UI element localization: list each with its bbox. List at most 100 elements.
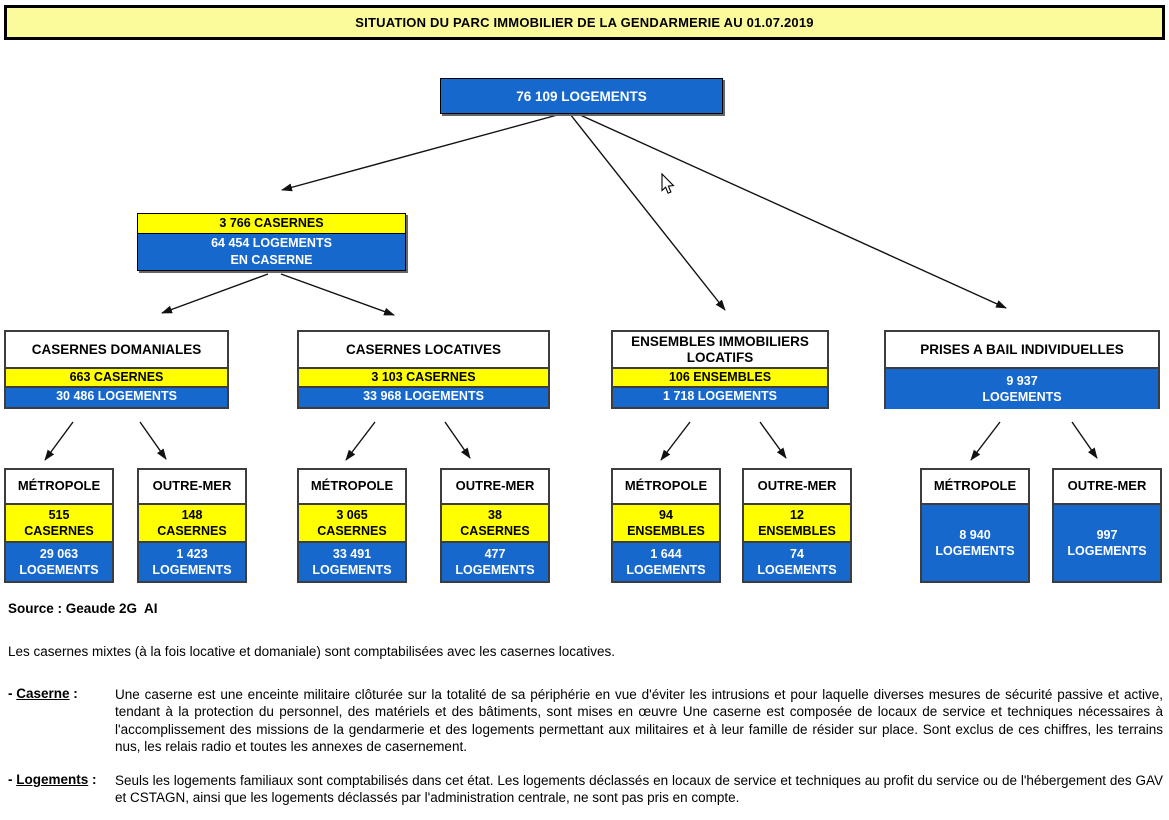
arrow: [345, 421, 376, 461]
category-header: ENSEMBLES IMMOBILIERS LOCATIFS: [613, 332, 827, 369]
leaf-header: MÉTROPOLE: [613, 470, 719, 505]
definition-caserne-text: Une caserne est une enceinte militaire c…: [115, 687, 1163, 755]
definition-logements-term: - Logements :: [8, 772, 112, 787]
count-value: 12: [790, 508, 804, 522]
dash: -: [8, 772, 17, 787]
leaf-bail-metropole: MÉTROPOLE 8 940 LOGEMENTS: [920, 468, 1030, 583]
leaf-domaniales-metropole: MÉTROPOLE 515 CASERNES 29 063 LOGEMENTS: [4, 468, 114, 583]
page-title: SITUATION DU PARC IMMOBILIER DE LA GENDA…: [4, 5, 1165, 40]
count-unit: ENSEMBLES: [627, 524, 705, 538]
count-value: 3 065: [336, 508, 368, 522]
leaf-count: 12 ENSEMBLES: [744, 505, 850, 543]
arrow: [44, 421, 74, 461]
leaf-logements: 29 063 LOGEMENTS: [6, 543, 112, 581]
category-logements: 9 937 LOGEMENTS: [886, 369, 1158, 409]
term: Logements: [16, 772, 89, 787]
casernes-count-band: 3 766 CASERNES: [138, 214, 405, 234]
category-count: 3 103 CASERNES: [299, 369, 548, 388]
colon: :: [88, 772, 97, 787]
count-unit: CASERNES: [460, 524, 530, 538]
leaf-header: OUTRE-MER: [442, 470, 548, 505]
logements-count-line1: 64 454 LOGEMENTS: [211, 236, 332, 250]
term: Caserne: [16, 686, 70, 701]
note-line: Les casernes mixtes (à la fois locative …: [8, 644, 616, 659]
logements-unit: LOGEMENTS: [312, 563, 392, 577]
logements-unit: LOGEMENTS: [152, 563, 232, 577]
category-logements: 33 968 LOGEMENTS: [299, 388, 548, 407]
leaf-domaniales-outre-mer: OUTRE-MER 148 CASERNES 1 423 LOGEMENTS: [137, 468, 247, 583]
logements-value: 74: [790, 547, 804, 561]
logements-unit: LOGEMENTS: [455, 563, 535, 577]
count-unit: CASERNES: [157, 524, 227, 538]
arrow: [1071, 421, 1098, 459]
category-header: CASERNES LOCATIVES: [299, 332, 548, 369]
logements-unit: LOGEMENTS: [626, 563, 706, 577]
arrow: [281, 113, 562, 192]
node-logements-en-caserne: 3 766 CASERNES 64 454 LOGEMENTS EN CASER…: [137, 213, 406, 271]
leaf-count: 148 CASERNES: [139, 505, 245, 543]
arrow: [444, 421, 471, 459]
leaf-count: 94 ENSEMBLES: [613, 505, 719, 543]
logements-unit: LOGEMENTS: [982, 390, 1062, 404]
leaf-logements: 1 423 LOGEMENTS: [139, 543, 245, 581]
logements-value: 1 423: [176, 547, 208, 561]
arrow: [161, 273, 269, 314]
logements-unit: LOGEMENTS: [19, 563, 99, 577]
root-node-total-logements: 76 109 LOGEMENTS: [440, 78, 723, 114]
leaf-header: OUTRE-MER: [744, 470, 850, 505]
node-casernes-locatives: CASERNES LOCATIVES 3 103 CASERNES 33 968…: [297, 330, 550, 409]
node-prises-a-bail-individuelles: PRISES A BAIL INDIVIDUELLES 9 937 LOGEME…: [884, 330, 1160, 409]
arrow: [139, 421, 167, 460]
arrow: [660, 421, 691, 461]
leaf-count: 515 CASERNES: [6, 505, 112, 543]
category-logements: 1 718 LOGEMENTS: [613, 388, 827, 407]
leaf-bail-outre-mer: OUTRE-MER 997 LOGEMENTS: [1052, 468, 1162, 583]
leaf-logements: 1 644 LOGEMENTS: [613, 543, 719, 581]
logements-unit: LOGEMENTS: [757, 563, 837, 577]
arrow: [280, 273, 395, 316]
leaf-count: 3 065 CASERNES: [299, 505, 405, 543]
category-logements: 30 486 LOGEMENTS: [6, 388, 227, 407]
logements-value: 33 491: [332, 547, 372, 561]
count-unit: CASERNES: [24, 524, 94, 538]
leaf-locatives-metropole: MÉTROPOLE 3 065 CASERNES 33 491 LOGEMENT…: [297, 468, 407, 583]
category-count: 663 CASERNES: [6, 369, 227, 388]
category-header: PRISES A BAIL INDIVIDUELLES: [886, 332, 1158, 369]
count-value: 515: [48, 508, 70, 522]
source-line: Source : Geaude 2G AI: [8, 601, 158, 616]
count-value: 38: [488, 508, 502, 522]
logements-value: 477: [484, 547, 506, 561]
logements-unit: LOGEMENTS: [935, 544, 1015, 558]
arrow: [569, 113, 726, 311]
mouse-cursor-icon: [661, 172, 675, 194]
count-value: 148: [181, 508, 203, 522]
leaf-logements: 33 491 LOGEMENTS: [299, 543, 405, 581]
leaf-ensembles-outre-mer: OUTRE-MER 12 ENSEMBLES 74 LOGEMENTS: [742, 468, 852, 583]
leaf-header: OUTRE-MER: [1054, 470, 1160, 505]
leaf-header: MÉTROPOLE: [299, 470, 405, 505]
count-unit: ENSEMBLES: [758, 524, 836, 538]
category-count: 106 ENSEMBLES: [613, 369, 827, 388]
leaf-count: 38 CASERNES: [442, 505, 548, 543]
logements-value: 1 644: [650, 547, 682, 561]
logements-value: 9 937: [1006, 374, 1038, 388]
root-label: 76 109 LOGEMENTS: [516, 88, 647, 104]
leaf-logements: 8 940 LOGEMENTS: [922, 505, 1028, 581]
definition-logements-text: Seuls les logements familiaux sont compt…: [115, 773, 1163, 806]
logements-value: 997: [1096, 528, 1118, 542]
dash: -: [8, 686, 17, 701]
count-value: 94: [659, 508, 673, 522]
arrow: [577, 113, 1007, 309]
count-unit: CASERNES: [317, 524, 387, 538]
definition-caserne-term: - Caserne :: [8, 686, 112, 701]
leaf-ensembles-metropole: MÉTROPOLE 94 ENSEMBLES 1 644 LOGEMENTS: [611, 468, 721, 583]
category-header: CASERNES DOMANIALES: [6, 332, 227, 369]
colon: :: [69, 686, 78, 701]
leaf-logements: 477 LOGEMENTS: [442, 543, 548, 581]
leaf-locatives-outre-mer: OUTRE-MER 38 CASERNES 477 LOGEMENTS: [440, 468, 550, 583]
arrow: [970, 421, 1001, 461]
logements-count-band: 64 454 LOGEMENTS EN CASERNE: [138, 234, 405, 270]
node-ensembles-immobiliers-locatifs: ENSEMBLES IMMOBILIERS LOCATIFS 106 ENSEM…: [611, 330, 829, 409]
leaf-header: MÉTROPOLE: [6, 470, 112, 505]
